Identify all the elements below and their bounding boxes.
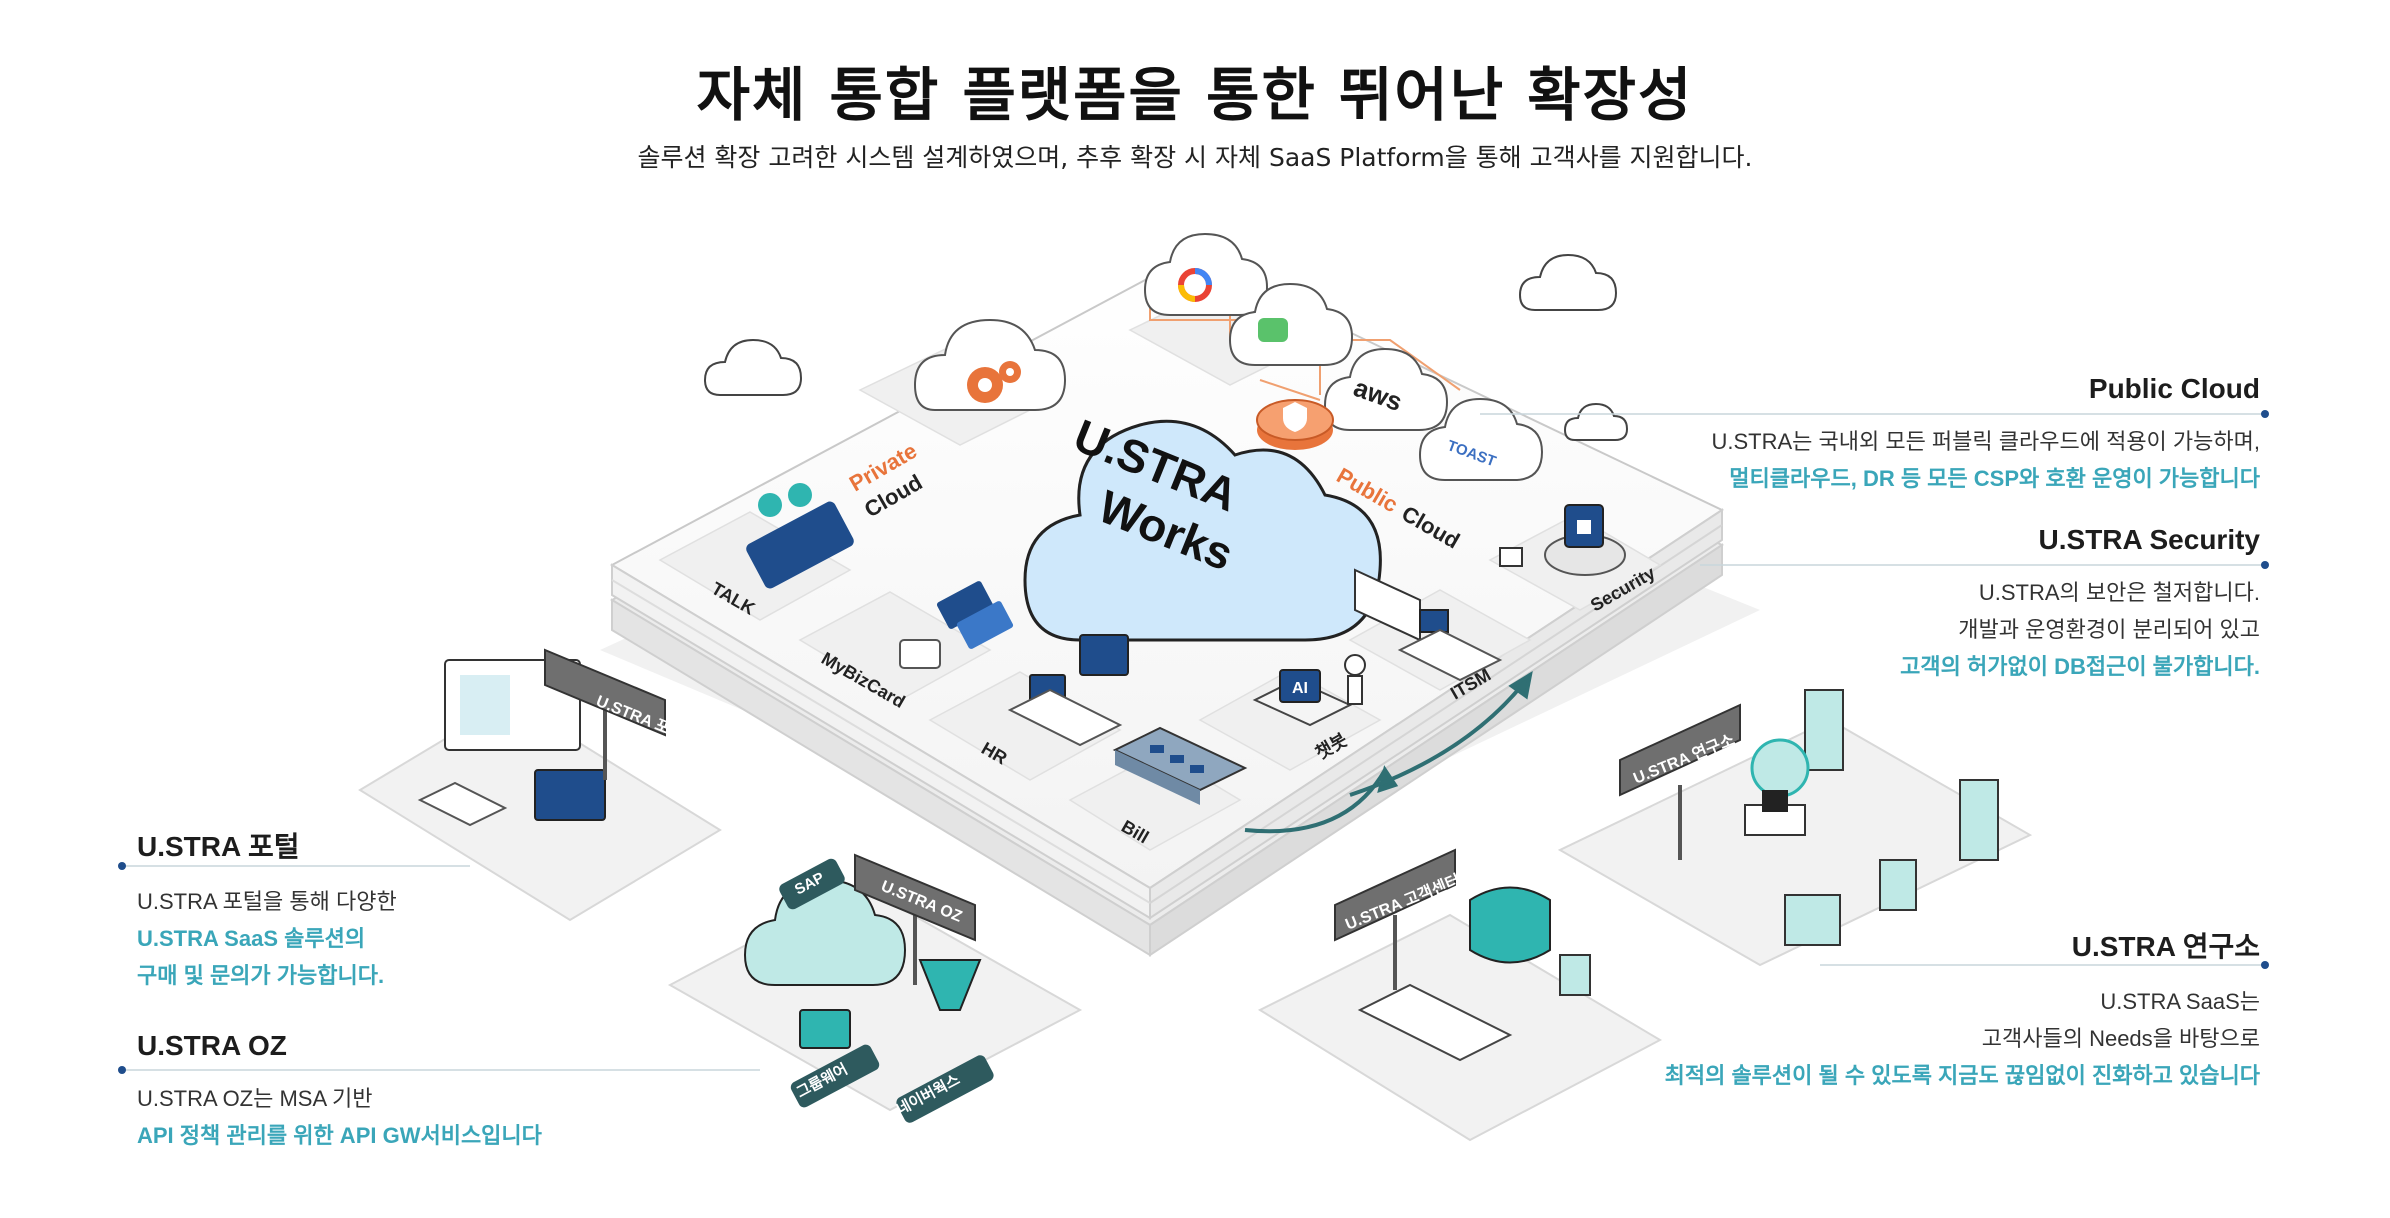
ai-label: AI — [1292, 680, 1308, 697]
customer-center-sign — [1334, 848, 1456, 990]
callout-security: U.STRA Security U.STRA의 보안은 철저합니다. 개발과 운… — [1900, 524, 2260, 685]
callout-oz-line1: U.STRA OZ는 MSA 기반 — [137, 1086, 373, 1111]
callout-portal: U.STRA 포털 U.STRA 포털을 통해 다양한 U.STRA SaaS … — [137, 825, 397, 994]
sap-badge — [779, 858, 845, 910]
lab-sign — [1619, 703, 1741, 860]
sky-clouds — [703, 253, 1629, 441]
callout-oz-accent1: API 정책 관리를 위한 API GW서비스입니다 — [137, 1123, 542, 1148]
aws-cloud-icon — [1323, 347, 1449, 431]
callout-public-cloud-line1: U.STRA는 국내외 모든 퍼블릭 클라우드에 적용이 가능하며, — [1711, 429, 2260, 454]
callout-dots — [118, 410, 2269, 1074]
callout-lab-accent1: 최적의 솔루션이 될 수 있도록 지금도 끊임없이 진화하고 있습니다 — [1664, 1063, 2260, 1088]
callout-portal-line1: U.STRA 포털을 통해 다양한 — [137, 889, 397, 914]
ai-module — [1252, 654, 1366, 727]
naverworks-badge — [896, 1055, 994, 1123]
portal-island — [358, 659, 722, 922]
security-module — [1499, 504, 1626, 576]
callout-public-cloud-accent1: 멀티클라우드, DR 등 모든 CSP와 호환 운영이 가능합니다 — [1729, 466, 2260, 491]
google-cloud-icon — [1143, 232, 1269, 316]
groupware-badge — [790, 1044, 880, 1108]
callout-public-cloud: Public Cloud U.STRA는 국내외 모든 퍼블릭 클라우드에 적용… — [1711, 373, 2260, 497]
portal-sign — [544, 648, 666, 780]
callout-security-accent1: 고객의 허가없이 DB접근이 불가합니다. — [1900, 654, 2260, 679]
ncloud-icon — [1228, 282, 1354, 366]
callout-leader-lines — [125, 413, 2265, 1071]
talk-module — [746, 483, 854, 589]
oz-sign — [854, 853, 976, 985]
callout-portal-accent1: U.STRA SaaS 솔루션의 — [137, 926, 366, 951]
bill-module — [1112, 726, 1248, 805]
lab-island — [1557, 689, 2033, 967]
hr-module — [1007, 634, 1129, 747]
callout-oz-title: U.STRA OZ — [137, 1030, 287, 1061]
private-cloud-icon — [913, 318, 1067, 411]
customer-center-island — [1257, 886, 1663, 1142]
toast-cloud-icon — [1418, 397, 1544, 481]
oz-island — [667, 878, 1083, 1112]
itsm-module — [1354, 568, 1503, 682]
callout-portal-accent2: 구매 및 문의가 가능합니다. — [137, 963, 385, 988]
callout-lab: U.STRA 연구소 U.STRA SaaS는 고객사들의 Needs을 바탕으… — [1665, 925, 2260, 1094]
callout-security-line1: U.STRA의 보안은 철저합니다. — [1978, 580, 2260, 605]
callout-lab-line1: U.STRA SaaS는 — [2100, 989, 2260, 1014]
callout-security-title: U.STRA Security — [2038, 524, 2260, 555]
mybizcard-module — [899, 581, 1014, 669]
page-subtitle: 솔루션 확장 고려한 시스템 설계하였으며, 추후 확장 시 자체 SaaS P… — [637, 143, 1753, 172]
callout-lab-line2: 고객사들의 Needs을 바탕으로 — [1981, 1026, 2260, 1051]
chatbot-arrows — [1244, 670, 1533, 834]
callout-public-cloud-title: Public Cloud — [2088, 373, 2260, 404]
shield-hub-icon — [1256, 399, 1334, 450]
page-title: 자체 통합 플랫폼을 통한 뛰어난 확장성 — [696, 61, 1694, 129]
ustra-works-cloud — [1023, 419, 1382, 642]
callout-security-line2: 개발과 운영환경이 분리되어 있고 — [1958, 617, 2260, 642]
callout-portal-title: U.STRA 포털 — [137, 831, 300, 862]
callout-oz: U.STRA OZ U.STRA OZ는 MSA 기반 API 정책 관리를 위… — [137, 1030, 542, 1154]
callout-lab-title: U.STRA 연구소 — [2071, 931, 2260, 962]
